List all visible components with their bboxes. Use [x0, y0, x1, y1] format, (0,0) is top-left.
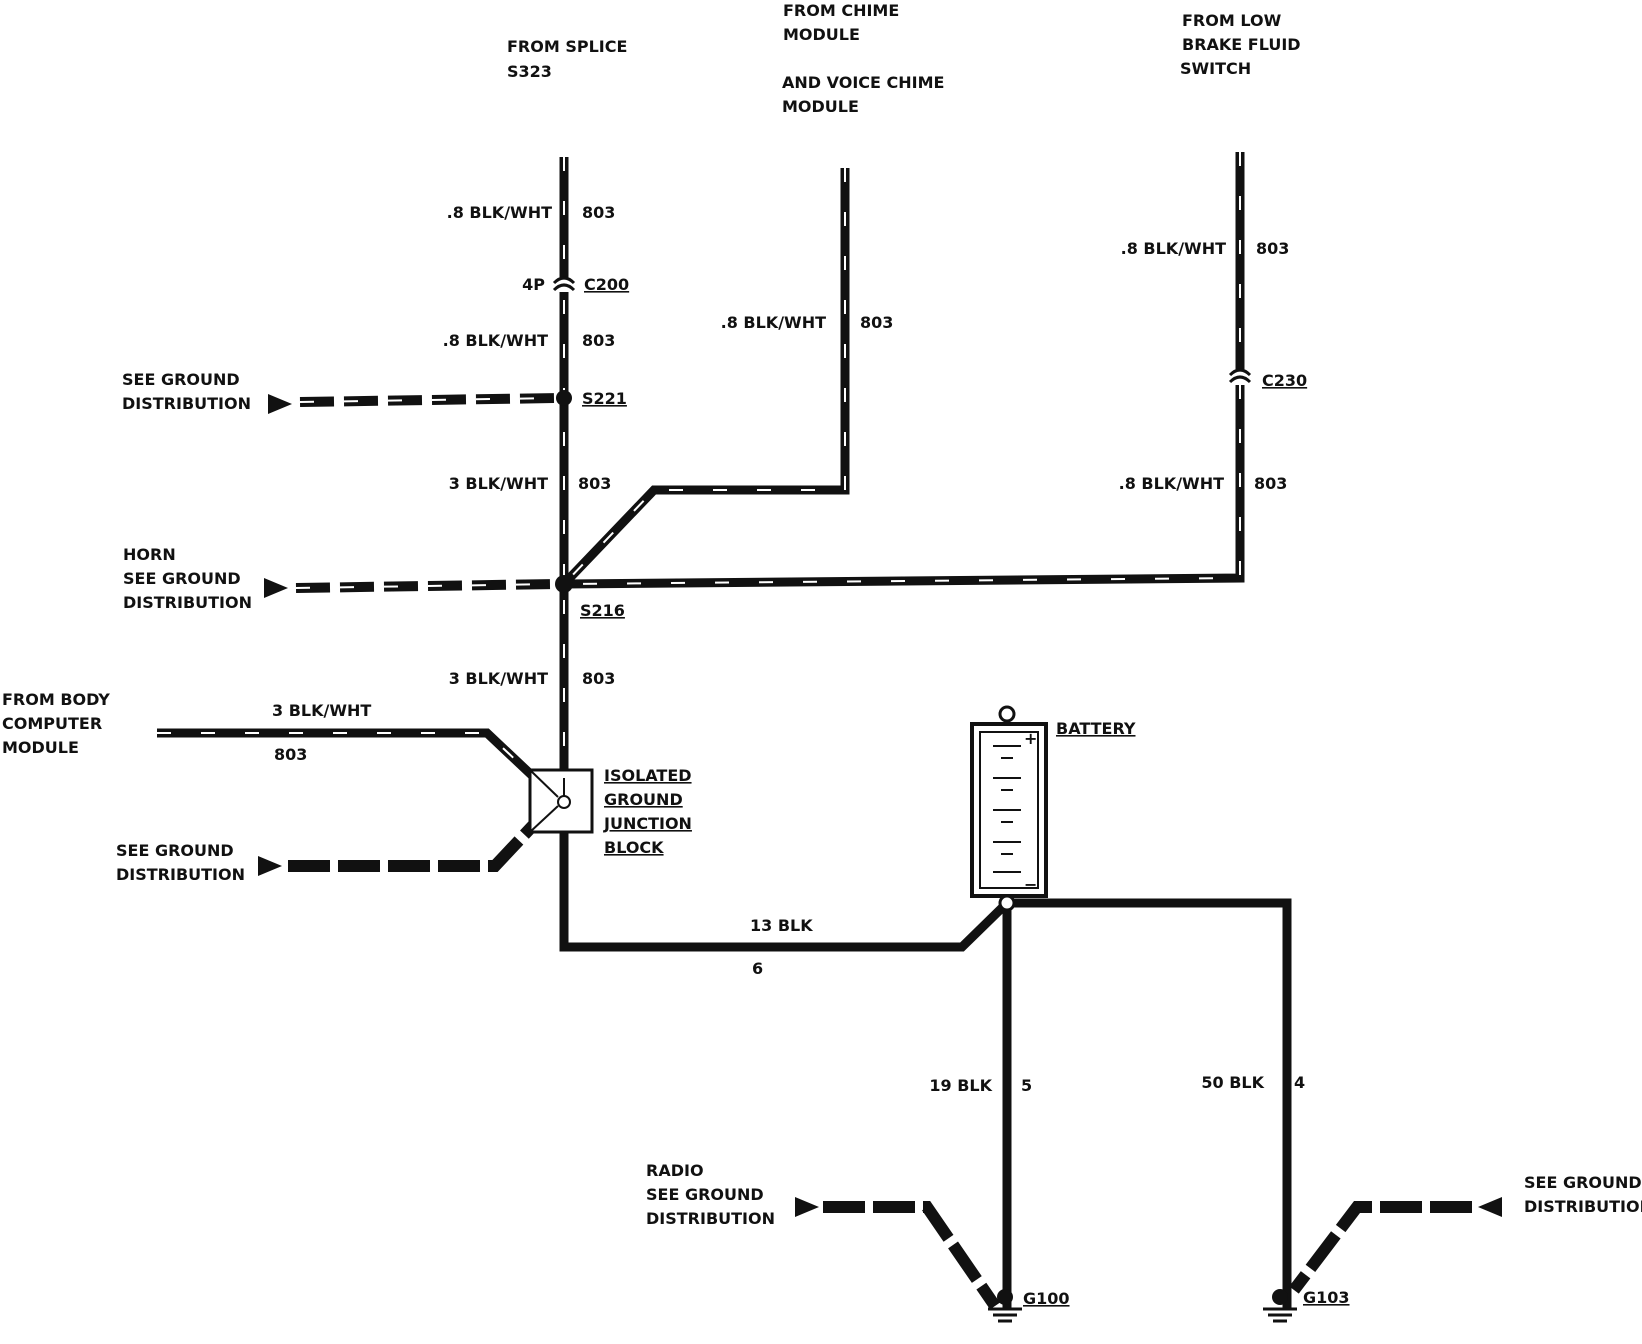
- source-chime-line3: AND VOICE CHIME: [782, 73, 944, 92]
- wire-brake-bottom-gauge: .8 BLK/WHT: [1119, 474, 1224, 493]
- wire-13-blk-gauge: 13 BLK: [750, 916, 813, 935]
- splice-s221-dot: [556, 390, 572, 406]
- wire-w3-gauge: 3 BLK/WHT: [449, 474, 548, 493]
- wire-w1-circuit: 803: [582, 203, 615, 222]
- wire-brake-bottom-circuit: 803: [1254, 474, 1287, 493]
- wire-chime-circuit: 803: [860, 313, 893, 332]
- wire-13-blk: [559, 832, 1011, 952]
- splice-s216-label: S216: [580, 601, 625, 620]
- battery-label: BATTERY: [1056, 719, 1136, 738]
- ground-ref-radio-line3: DISTRIBUTION: [646, 1209, 775, 1228]
- wire-50-blk-gauge: 50 BLK: [1201, 1073, 1264, 1092]
- connector-c200-label: C200: [584, 275, 629, 294]
- connector-c230-label: C230: [1262, 371, 1307, 390]
- wire-chime-gauge: .8 BLK/WHT: [721, 313, 826, 332]
- wire-19-blk-circuit: 5: [1021, 1076, 1032, 1095]
- battery-negative-sign: −: [1024, 875, 1037, 894]
- wire-50-blk-circuit: 4: [1294, 1073, 1305, 1092]
- splice-s216-dot: [555, 575, 573, 593]
- source-chime-line1: FROM CHIME: [783, 1, 899, 20]
- source-body-line3: MODULE: [2, 738, 79, 757]
- source-brake-line2: BRAKE FLUID: [1182, 35, 1301, 54]
- ground-ref-g103-line2: DISTRIBUTION: [1524, 1197, 1642, 1216]
- battery-positive-terminal-icon: [998, 705, 1016, 723]
- connector-c200-pins: 4P: [522, 275, 545, 294]
- arrow-horn-icon: [264, 578, 288, 598]
- connector-c230-icon: [1228, 368, 1252, 377]
- ground-ref-junction-line1: SEE GROUND: [116, 841, 234, 860]
- wire-body-gauge: 3 BLK/WHT: [272, 701, 371, 720]
- source-body-line2: COMPUTER: [2, 714, 102, 733]
- source-body-line1: FROM BODY: [2, 690, 110, 709]
- wire-w2-gauge: .8 BLK/WHT: [443, 331, 548, 350]
- source-brake-line1: FROM LOW: [1182, 11, 1282, 30]
- source-chime-line4: MODULE: [782, 97, 859, 116]
- battery-positive-sign: +: [1024, 729, 1037, 748]
- arrow-g103-icon: [1478, 1197, 1502, 1217]
- ground-ref-s221-line2: DISTRIBUTION: [122, 394, 251, 413]
- ground-g100-icon: [988, 1289, 1022, 1323]
- ground-ref-horn-line3: DISTRIBUTION: [123, 593, 252, 612]
- wire-body-circuit: 803: [274, 745, 307, 764]
- ground-ref-g103-line1: SEE GROUND: [1524, 1173, 1642, 1192]
- wire-w2-circuit: 803: [582, 331, 615, 350]
- ground-lead-s221: [299, 393, 559, 407]
- ground-ref-s221-line1: SEE GROUND: [122, 370, 240, 389]
- arrow-s221-icon: [268, 394, 292, 414]
- arrow-junction-icon: [258, 856, 282, 876]
- wire-803-chime: [560, 168, 850, 588]
- wire-brake-top-gauge: .8 BLK/WHT: [1121, 239, 1226, 258]
- wire-50-blk: [1014, 898, 1292, 1310]
- ground-g100-label: G100: [1023, 1289, 1070, 1308]
- wire-w4-circuit: 803: [582, 669, 615, 688]
- ground-ref-radio-line1: RADIO: [646, 1161, 704, 1180]
- splice-s221-label: S221: [582, 389, 627, 408]
- wire-13-blk-circuit: 6: [752, 959, 763, 978]
- wire-brake-top-circuit: 803: [1256, 239, 1289, 258]
- wire-803-brake-lower: [563, 385, 1245, 589]
- source-splice-line1: FROM SPLICE: [507, 37, 627, 56]
- ground-ref-radio-line2: SEE GROUND: [646, 1185, 764, 1204]
- source-brake-line3: SWITCH: [1180, 59, 1251, 78]
- junction-block-label-line2: GROUND: [604, 790, 683, 809]
- connector-c200-icon: [552, 276, 576, 285]
- battery-cells-icon: [993, 745, 1021, 873]
- junction-terminal-icon: [557, 795, 571, 809]
- arrow-radio-icon: [795, 1197, 819, 1217]
- junction-block-label-line4: BLOCK: [604, 838, 664, 857]
- ground-g103-label: G103: [1303, 1288, 1350, 1307]
- junction-block-label-line1: ISOLATED: [604, 766, 692, 785]
- ground-lead-junction: [288, 813, 545, 872]
- ground-lead-radio: [823, 1201, 1000, 1310]
- ground-ref-junction-line2: DISTRIBUTION: [116, 865, 245, 884]
- wire-w3-circuit: 803: [578, 474, 611, 493]
- wire-803-body-computer: [157, 728, 544, 787]
- wire-19-blk-gauge: 19 BLK: [929, 1076, 992, 1095]
- wire-w4-gauge: 3 BLK/WHT: [449, 669, 548, 688]
- ground-g103-icon: [1263, 1289, 1297, 1323]
- wire-w1-gauge: .8 BLK/WHT: [447, 203, 552, 222]
- source-splice-line2: S323: [507, 62, 552, 81]
- ground-ref-horn-line2: SEE GROUND: [123, 569, 241, 588]
- ground-lead-g103: [1289, 1201, 1472, 1294]
- junction-block-label-line3: JUNCTION: [603, 814, 692, 833]
- battery-negative-terminal-icon: [998, 894, 1016, 912]
- ground-ref-horn-line1: HORN: [123, 545, 176, 564]
- source-chime-line2: MODULE: [783, 25, 860, 44]
